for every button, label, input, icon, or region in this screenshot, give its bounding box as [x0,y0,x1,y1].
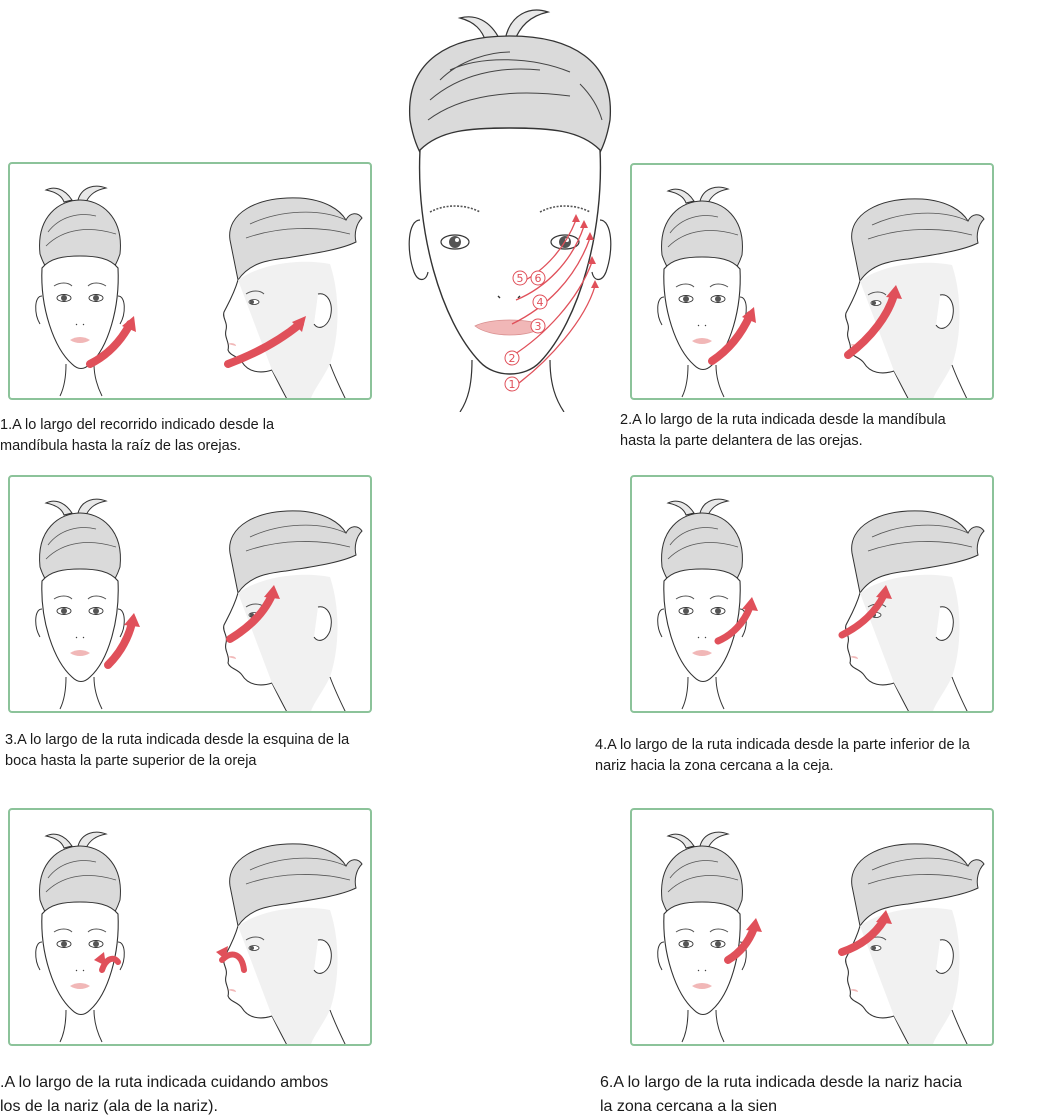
step-6-caption: 6.A lo largo de la ruta indicada desde l… [600,1071,962,1119]
step-4-caption: 4.A lo largo de la ruta indicada desde l… [595,735,970,777]
route-label-4: 4 [537,296,544,309]
step-5-caption: .A lo largo de la ruta indicada cuidando… [0,1071,328,1119]
step-5-illustration [8,808,372,1046]
step-1-illustration [8,162,372,400]
step-4-illustration [630,475,994,713]
center-face-diagram: 1 2 3 4 5 6 [380,0,640,412]
route-label-5: 5 [517,272,524,285]
route-label-3: 3 [535,320,542,333]
step-2-illustration [630,163,994,400]
route-label-6: 6 [535,272,542,285]
route-label-2: 2 [509,352,516,365]
step-6-illustration [630,808,994,1046]
step-3-illustration [8,475,372,713]
route-label-1: 1 [509,378,516,391]
step-2-caption: 2.A lo largo de la ruta indicada desde l… [620,410,946,452]
step-1-caption: 1.A lo largo del recorrido indicado desd… [0,415,274,457]
step-3-caption: 3.A lo largo de la ruta indicada desde l… [5,730,349,772]
